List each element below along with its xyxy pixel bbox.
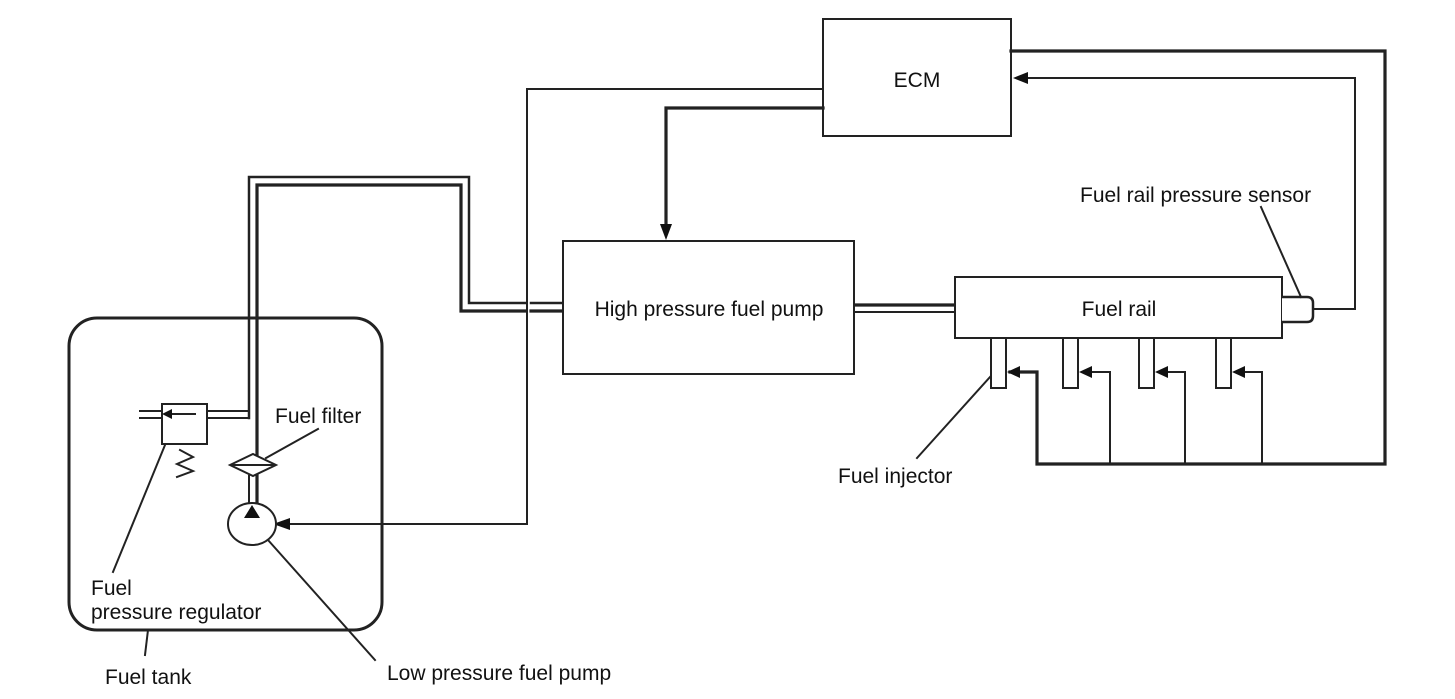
- fuel-pressure-regulator-label-2: pressure regulator: [91, 601, 261, 624]
- arrow-to-ecm: [1013, 72, 1028, 84]
- fuel-rail-label: Fuel rail: [1082, 298, 1157, 321]
- high-pressure-fuel-pump-label: High pressure fuel pump: [595, 298, 824, 321]
- wire-ecm-to-hp-pump: [660, 106, 825, 240]
- fuel-injectors: Fuel injector: [838, 337, 1232, 488]
- regulator-spring-icon: [174, 448, 196, 479]
- fuel-injector-4: [1215, 337, 1232, 389]
- wire-ecm-to-injectors: [1007, 49, 1387, 466]
- arrow-to-lp-pump: [273, 518, 290, 530]
- arrow-to-injector-3: [1155, 366, 1168, 378]
- fuel-injector-1: [990, 337, 1007, 389]
- fuel-pipe-to-regulator: [139, 410, 250, 419]
- arrow-to-injector-2: [1079, 366, 1092, 378]
- fuel-injector-2: [1062, 337, 1079, 389]
- ecm-block: ECM: [822, 18, 1012, 137]
- fuel-pipe-lowpressure-to-hppump: [247, 175, 565, 460]
- pump-icon: [227, 502, 277, 546]
- arrow-to-hp-pump: [660, 224, 672, 240]
- fuel-filter: Fuel filter: [227, 405, 361, 478]
- fuel-tank-outline: [67, 316, 384, 632]
- fuel-injector-3: [1138, 337, 1155, 389]
- fuel-pipe-hppump-to-rail: [852, 303, 957, 313]
- wire-ecm-to-lp-pump: [273, 88, 824, 530]
- fuel-filter-label: Fuel filter: [275, 405, 361, 428]
- fuel-tank-label: Fuel tank: [105, 666, 192, 689]
- fuel-rail-pressure-sensor-label: Fuel rail pressure sensor: [1080, 184, 1311, 207]
- arrow-to-injector-1: [1007, 366, 1020, 378]
- arrow-to-injector-4: [1232, 366, 1245, 378]
- fuel-pressure-regulator-label-1: Fuel: [91, 577, 132, 600]
- wire-sensor-to-ecm: [1013, 72, 1356, 310]
- low-pressure-fuel-pump-label: Low pressure fuel pump: [387, 662, 611, 685]
- ecm-label: ECM: [894, 69, 941, 92]
- fuel-pressure-regulator: Fuel pressure regulator: [91, 403, 261, 624]
- fuel-rail-pressure-sensor: Fuel rail pressure sensor: [1080, 184, 1315, 324]
- fuel-rail-block: Fuel rail: [954, 276, 1283, 339]
- fuel-tank-callout: Fuel tank: [105, 628, 192, 689]
- fuel-injector-label: Fuel injector: [838, 465, 952, 488]
- high-pressure-fuel-pump-block: High pressure fuel pump: [562, 240, 855, 375]
- low-pressure-fuel-pump: Low pressure fuel pump: [227, 502, 611, 685]
